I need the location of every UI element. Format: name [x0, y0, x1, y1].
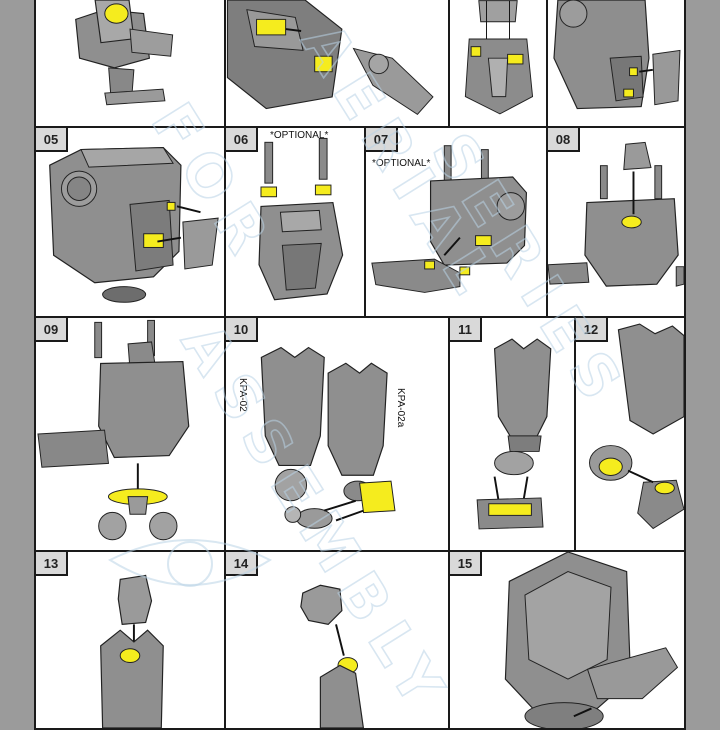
step-art-seat-install: [464, 0, 534, 115]
step-number: 13: [36, 552, 68, 576]
step-panel-07: 07 *OPTIONAL*: [364, 126, 548, 318]
step-art-gun-optional: [371, 145, 528, 293]
optional-note: *OPTIONAL*: [372, 158, 431, 169]
step-number: 11: [450, 318, 482, 342]
step-art-antenna-optional: [258, 137, 344, 301]
step-art-arm-lower: [300, 584, 364, 728]
step-panel-10: 10 KPA-02 KPA-02a: [224, 316, 450, 552]
step-number: 09: [36, 318, 68, 342]
step-panel-12: 12: [574, 316, 686, 552]
step-panel-08: 08: [546, 126, 686, 318]
step-number: 07: [366, 128, 398, 152]
step-number: 06: [226, 128, 258, 152]
step-panel-01: [34, 0, 226, 128]
step-panel-14: 14: [224, 550, 450, 730]
step-art-waist-joint: [37, 319, 190, 541]
step-art-foot-base: [476, 338, 552, 530]
step-panel-13: 13: [34, 550, 226, 730]
step-panel-15: 15: [448, 550, 686, 730]
step-panel-04: [546, 0, 686, 128]
step-panel-06: 06 *OPTIONAL*: [224, 126, 366, 318]
part-label-kpa-02a: KPA-02a: [395, 388, 406, 428]
step-panel-02: [224, 0, 450, 128]
step-art-hatch-parts: [49, 146, 219, 303]
step-number: 05: [36, 128, 68, 152]
step-art-torso-insert: [226, 0, 434, 116]
step-art-hatch-close: [553, 0, 681, 110]
step-number: 12: [576, 318, 608, 342]
step-panel-11: 11: [448, 316, 576, 552]
optional-note: *OPTIONAL*: [270, 130, 329, 141]
instruction-sheet: 05 06 *OPTIONAL* 07 *OPT: [34, 0, 686, 730]
step-art-arm-upper: [100, 574, 164, 728]
step-art-cockpit-pilot: [75, 0, 174, 106]
step-number: 15: [450, 552, 482, 576]
step-panel-09: 09: [34, 316, 226, 552]
step-panel-03: [448, 0, 548, 128]
step-art-legs: [260, 346, 396, 529]
step-number: 08: [548, 128, 580, 152]
step-number: 10: [226, 318, 258, 342]
step-panel-05: 05: [34, 126, 226, 318]
step-art-leg-complete: [504, 552, 679, 728]
step-art-foot-attach: [589, 323, 684, 530]
step-art-head-attach: [548, 141, 684, 287]
part-label-kpa-02: KPA-02: [237, 378, 248, 412]
step-number: 14: [226, 552, 258, 576]
